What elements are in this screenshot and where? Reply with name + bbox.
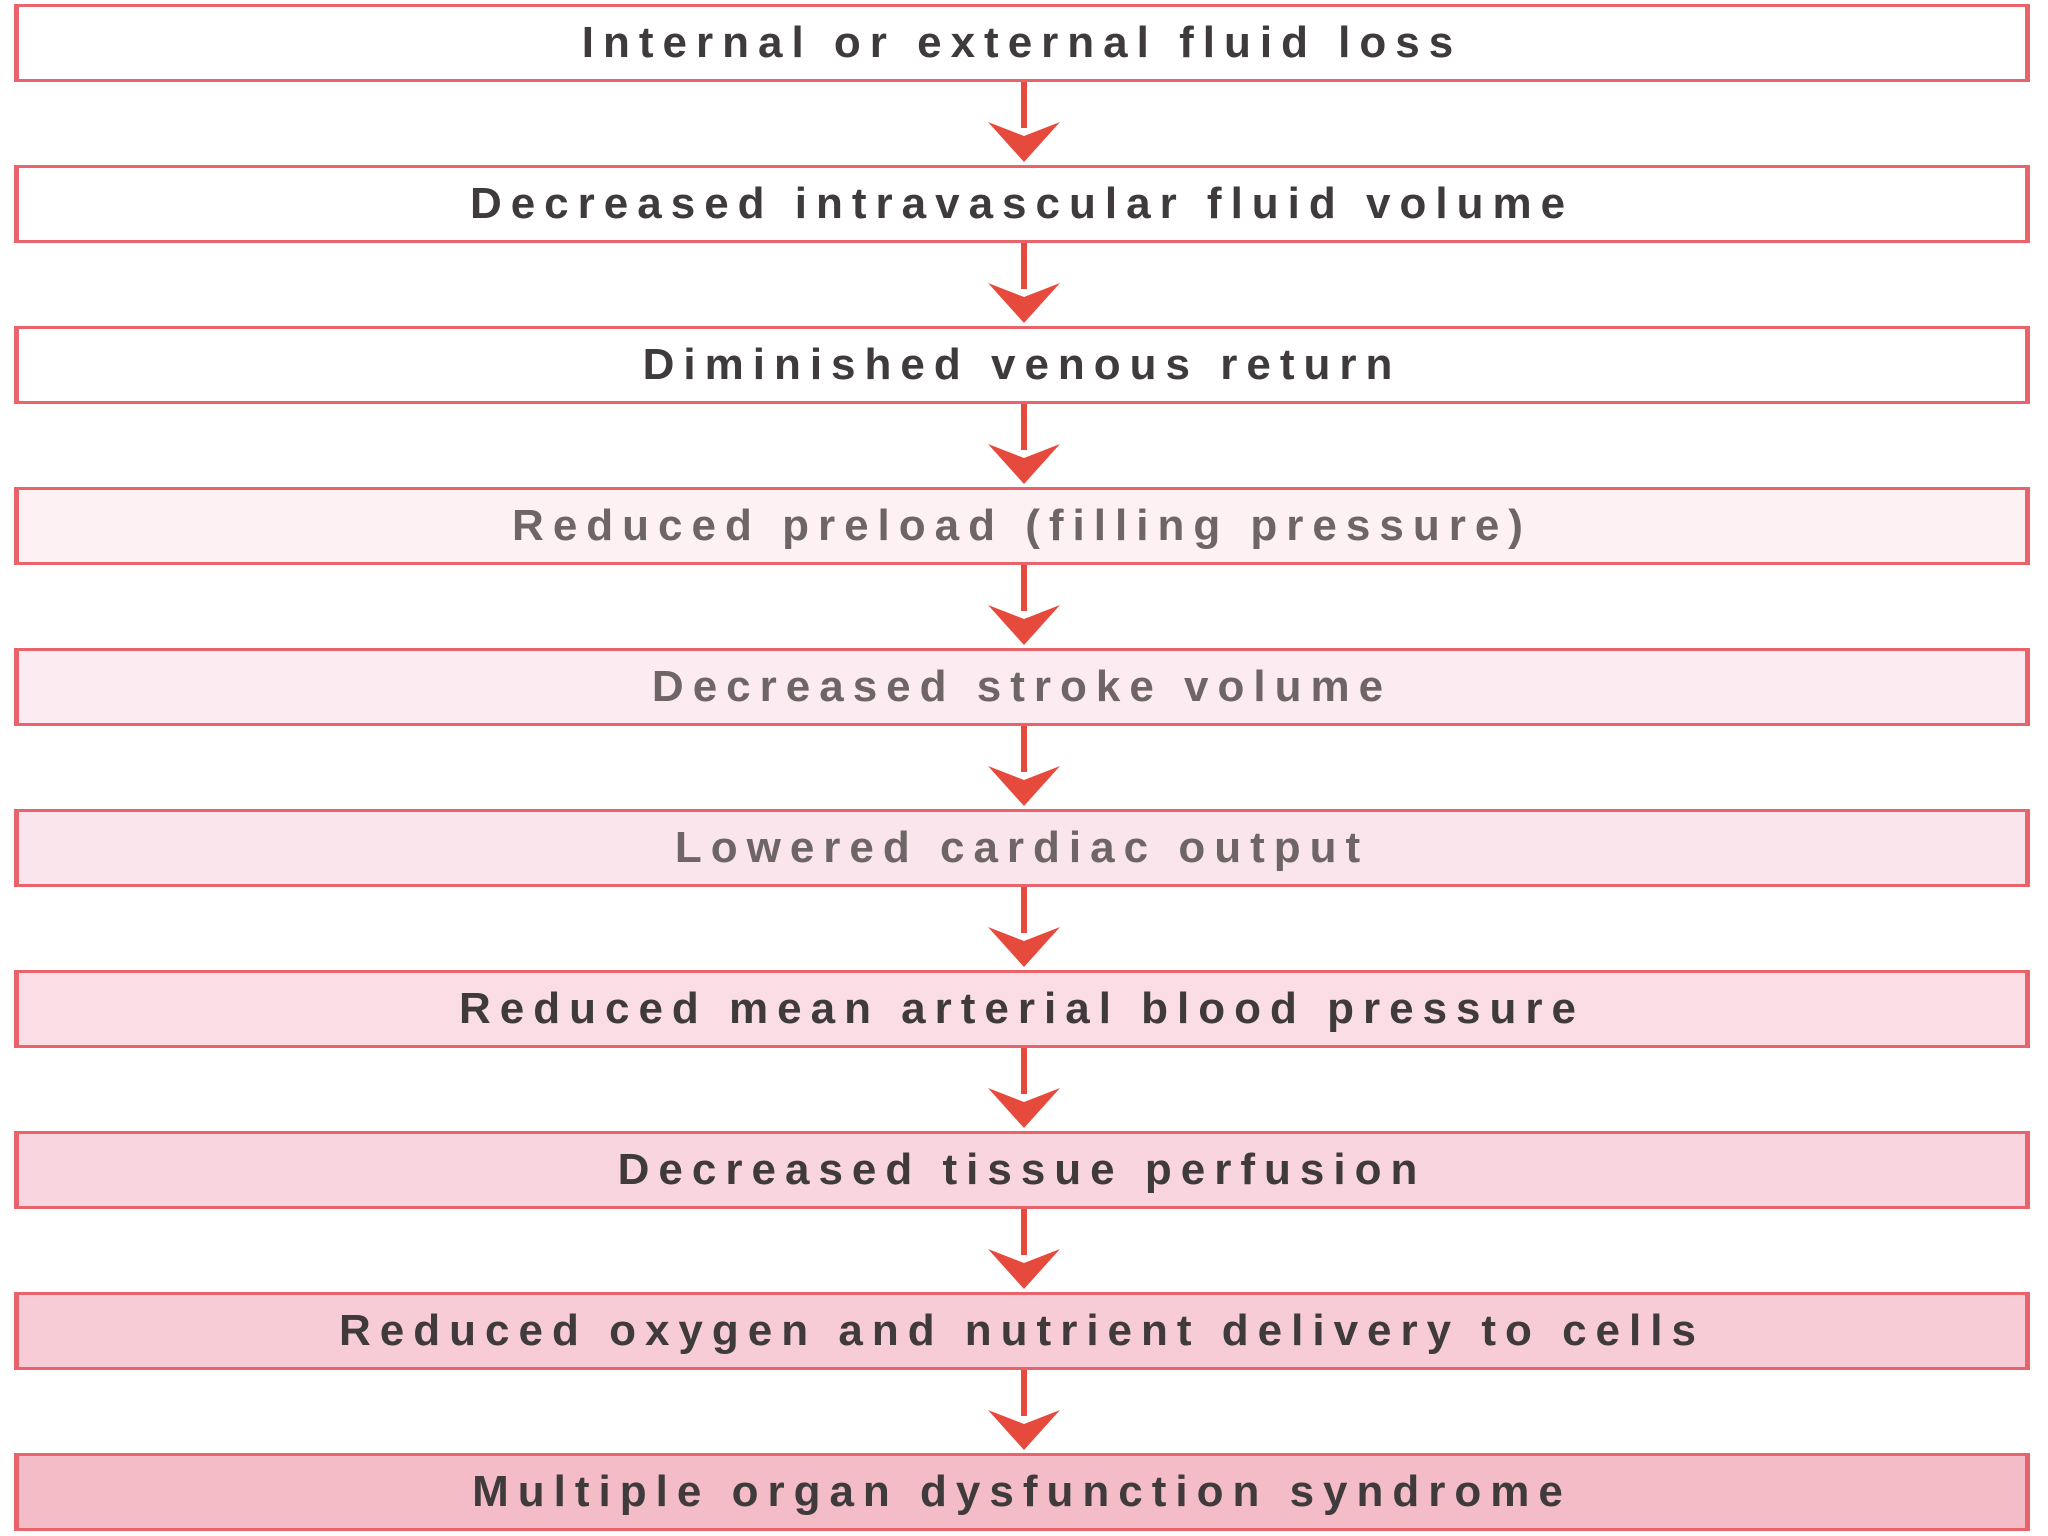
flow-step-1: Internal or external fluid loss: [14, 4, 2030, 82]
flow-step-3: Diminished venous return: [14, 326, 2030, 404]
flow-step-label: Multiple organ dysfunction syndrome: [472, 1467, 1572, 1516]
down-arrow-icon: [988, 1370, 1060, 1450]
flow-step-label: Lowered cardiac output: [674, 823, 1370, 872]
down-arrow-icon: [988, 82, 1060, 162]
flow-step-label: Internal or external fluid loss: [581, 18, 1463, 67]
flow-step-label: Reduced mean arterial blood pressure: [458, 984, 1586, 1033]
flow-step-label: Decreased tissue perfusion: [617, 1145, 1427, 1194]
flow-step-9: Reduced oxygen and nutrient delivery to …: [14, 1292, 2030, 1370]
down-arrow-icon: [988, 887, 1060, 967]
flow-step-2: Decreased intravascular fluid volume: [14, 165, 2030, 243]
flow-step-7: Reduced mean arterial blood pressure: [14, 970, 2030, 1048]
flow-step-4: Reduced preload (filling pressure): [14, 487, 2030, 565]
flow-step-6: Lowered cardiac output: [14, 809, 2030, 887]
flow-step-label: Decreased stroke volume: [651, 662, 1393, 711]
flow-step-label: Reduced preload (filling pressure): [512, 501, 1532, 550]
flow-step-label: Decreased intravascular fluid volume: [469, 179, 1575, 228]
down-arrow-icon: [988, 1209, 1060, 1289]
down-arrow-icon: [988, 565, 1060, 645]
flow-step-10: Multiple organ dysfunction syndrome: [14, 1453, 2030, 1531]
down-arrow-icon: [988, 726, 1060, 806]
flow-step-5: Decreased stroke volume: [14, 648, 2030, 726]
down-arrow-icon: [988, 243, 1060, 323]
flow-step-8: Decreased tissue perfusion: [14, 1131, 2030, 1209]
down-arrow-icon: [988, 1048, 1060, 1128]
flow-step-label: Diminished venous return: [642, 340, 1402, 389]
down-arrow-icon: [988, 404, 1060, 484]
flow-step-label: Reduced oxygen and nutrient delivery to …: [339, 1306, 1705, 1355]
